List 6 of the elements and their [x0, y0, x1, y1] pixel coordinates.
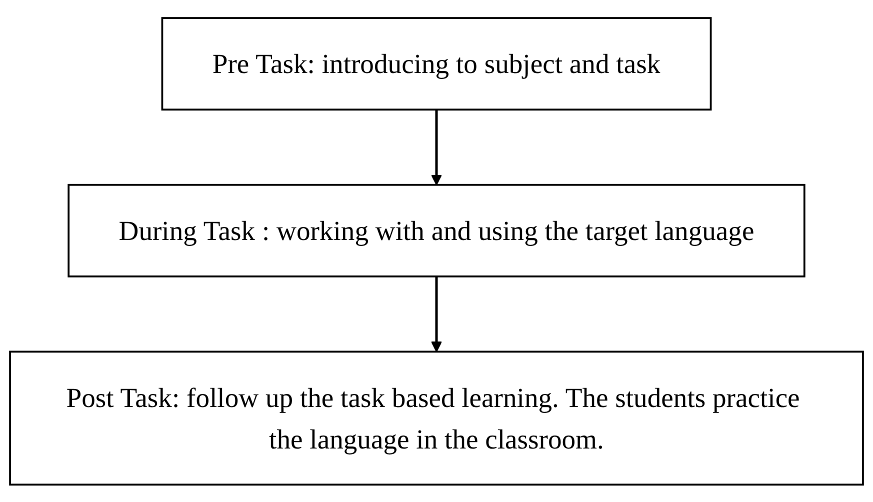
node-box [68, 184, 806, 278]
arrow [430, 276, 442, 352]
node-box [161, 16, 712, 110]
flowchart-drawing: Pre Task: introducing to subject and task During Task : working with and using the target language Post Task: follow up the task based learning. The students practice the language in the classroom. [0, 8, 873, 494]
arrow [430, 109, 442, 186]
node-box [9, 350, 864, 486]
